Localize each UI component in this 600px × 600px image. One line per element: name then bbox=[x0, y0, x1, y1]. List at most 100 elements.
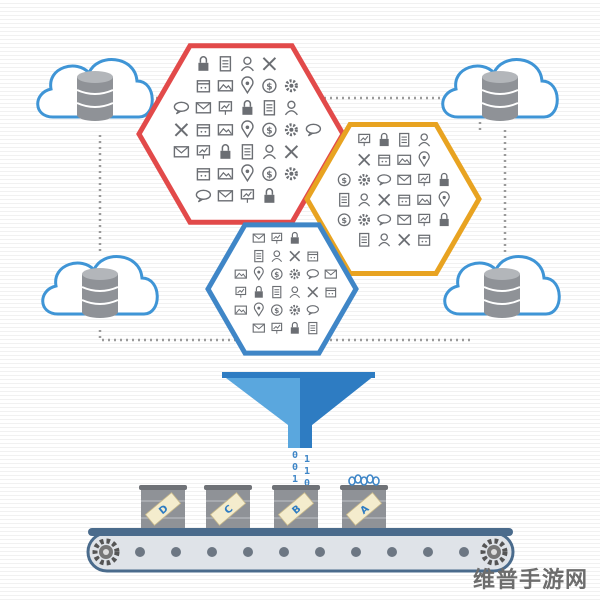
dollar-icon: $ bbox=[271, 268, 283, 280]
svg-text:$: $ bbox=[274, 270, 279, 279]
tools-icon bbox=[262, 57, 277, 71]
envelope-icon bbox=[397, 174, 412, 185]
belt-roller bbox=[459, 547, 469, 557]
document-icon bbox=[272, 285, 282, 299]
image-icon bbox=[234, 269, 247, 279]
gear-icon bbox=[358, 213, 371, 226]
image-icon bbox=[397, 154, 412, 165]
envelope-icon bbox=[252, 233, 265, 243]
cloud-database-bottom-right bbox=[443, 255, 561, 319]
chart-icon bbox=[418, 173, 431, 187]
location-icon bbox=[418, 151, 430, 168]
envelope-icon bbox=[324, 269, 337, 279]
user-icon bbox=[271, 250, 283, 263]
lock-icon bbox=[290, 321, 299, 334]
chart-icon bbox=[358, 133, 371, 147]
watermark: 维普手游网 bbox=[472, 568, 588, 593]
svg-text:$: $ bbox=[341, 175, 347, 185]
belt-roller bbox=[279, 547, 289, 557]
user-icon bbox=[418, 133, 431, 147]
lock-icon bbox=[439, 212, 449, 227]
barrel-a: A bbox=[340, 474, 388, 532]
location-icon bbox=[253, 266, 264, 281]
cloud-database-bottom-left bbox=[41, 255, 159, 319]
svg-text:$: $ bbox=[266, 170, 272, 180]
envelope-icon bbox=[252, 323, 265, 333]
chat-icon bbox=[306, 305, 319, 316]
calendar-icon bbox=[196, 80, 211, 93]
location-icon bbox=[253, 302, 264, 317]
image-icon bbox=[217, 80, 234, 92]
cloud-database-top-right bbox=[441, 58, 559, 122]
dollar-icon: $ bbox=[262, 122, 277, 138]
barrel-label: B bbox=[277, 492, 315, 526]
barrel-d: D bbox=[139, 485, 187, 532]
belt-roller bbox=[243, 547, 253, 557]
gear-icon bbox=[284, 167, 298, 181]
barrel-c: C bbox=[204, 485, 252, 532]
dollar-icon: $ bbox=[337, 173, 351, 187]
binary-digit: 0 bbox=[304, 478, 310, 489]
user-icon bbox=[358, 193, 371, 207]
document-icon bbox=[399, 132, 410, 147]
barrel-label: A bbox=[345, 492, 383, 526]
envelope-icon bbox=[217, 190, 234, 202]
tools-icon bbox=[174, 123, 189, 137]
calendar-icon bbox=[398, 194, 411, 206]
tools-icon bbox=[398, 233, 411, 246]
document-icon bbox=[263, 100, 276, 116]
chart-icon bbox=[218, 101, 233, 115]
database-icon bbox=[483, 267, 521, 319]
gear-icon bbox=[289, 268, 300, 280]
lock-icon bbox=[264, 188, 275, 203]
lock-icon bbox=[439, 172, 449, 187]
cloud-database-top-left bbox=[36, 58, 154, 122]
belt-roller bbox=[315, 547, 325, 557]
gear-icon bbox=[358, 173, 371, 186]
image-icon bbox=[217, 168, 234, 180]
barrel-label: C bbox=[209, 492, 247, 526]
tools-icon bbox=[358, 153, 371, 166]
lock-icon bbox=[379, 132, 389, 147]
chart-icon bbox=[271, 322, 283, 334]
hexagon-data-cluster-orange: $$ bbox=[304, 122, 482, 276]
binary-digit: 0 bbox=[292, 462, 298, 473]
hexagon-data-cluster-red: $ $ $ bbox=[136, 43, 346, 225]
envelope-icon bbox=[195, 102, 212, 114]
document-icon bbox=[359, 232, 370, 247]
tools-icon bbox=[378, 193, 391, 206]
svg-text:$: $ bbox=[266, 82, 272, 92]
user-icon bbox=[262, 144, 276, 160]
gear-icon bbox=[284, 123, 298, 137]
location-icon bbox=[241, 164, 254, 183]
binary-digit: 1 bbox=[304, 454, 310, 465]
image-icon bbox=[234, 305, 247, 315]
chart-icon bbox=[271, 232, 283, 244]
gear-icon bbox=[284, 79, 298, 93]
belt-roller bbox=[171, 547, 181, 557]
calendar-icon bbox=[418, 234, 431, 246]
calendar-icon bbox=[307, 251, 319, 262]
chart-icon bbox=[196, 145, 211, 159]
envelope-icon bbox=[397, 214, 412, 225]
document-icon bbox=[254, 249, 264, 263]
dollar-icon: $ bbox=[262, 166, 277, 182]
lock-icon bbox=[198, 56, 209, 71]
barrel-label: D bbox=[144, 492, 182, 526]
svg-text:$: $ bbox=[341, 215, 347, 225]
dollar-icon: $ bbox=[262, 78, 277, 94]
belt-roller bbox=[351, 547, 361, 557]
calendar-icon bbox=[196, 168, 211, 181]
chart-icon bbox=[235, 286, 247, 298]
belt-roller bbox=[207, 547, 217, 557]
image-icon bbox=[417, 194, 432, 205]
user-icon bbox=[240, 56, 254, 72]
document-icon bbox=[339, 192, 350, 207]
lock-icon bbox=[254, 285, 263, 298]
svg-text:$: $ bbox=[274, 306, 279, 315]
document-icon bbox=[241, 144, 254, 160]
chat-icon bbox=[173, 101, 190, 115]
calendar-icon bbox=[325, 287, 337, 298]
